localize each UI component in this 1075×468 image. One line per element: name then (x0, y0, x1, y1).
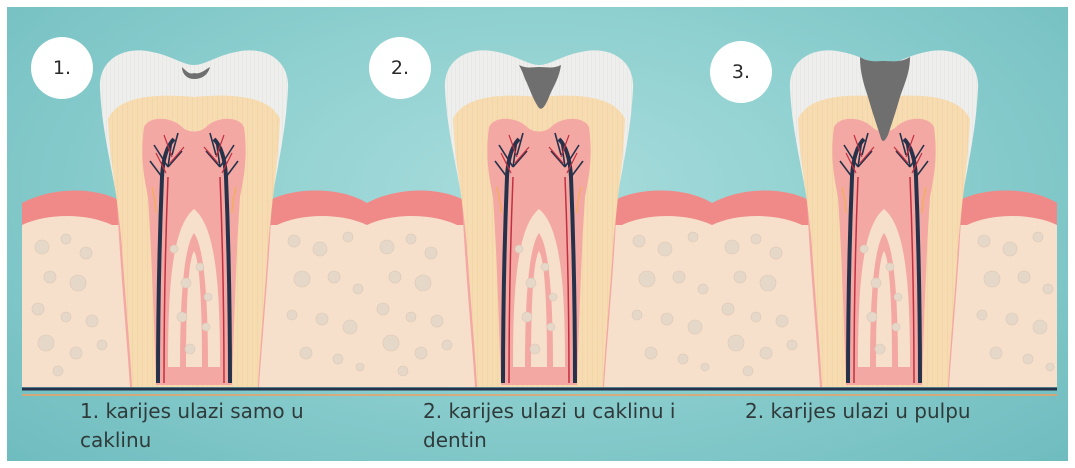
tooth-panel-3 (712, 50, 1057, 395)
teeth-diagram (7, 7, 1068, 461)
step-number: 1. (53, 57, 71, 79)
dental-caries-illustration: 1. 2. 3. 1. karijes ulazi samo u caklinu… (7, 7, 1068, 461)
tooth-panel-2 (367, 50, 712, 395)
step-badge-3: 3. (710, 41, 772, 103)
caption-3: 2. karijes ulazi u pulpu (745, 397, 1045, 426)
caption-2: 2. karijes ulazi u caklinu i dentin (423, 397, 688, 455)
caption-1: 1. karijes ulazi samo u caklinu (80, 397, 310, 455)
step-badge-2: 2. (369, 37, 431, 99)
tooth-panel-1 (22, 50, 367, 395)
step-number: 3. (732, 61, 750, 83)
step-number: 2. (391, 57, 409, 79)
step-badge-1: 1. (31, 37, 93, 99)
